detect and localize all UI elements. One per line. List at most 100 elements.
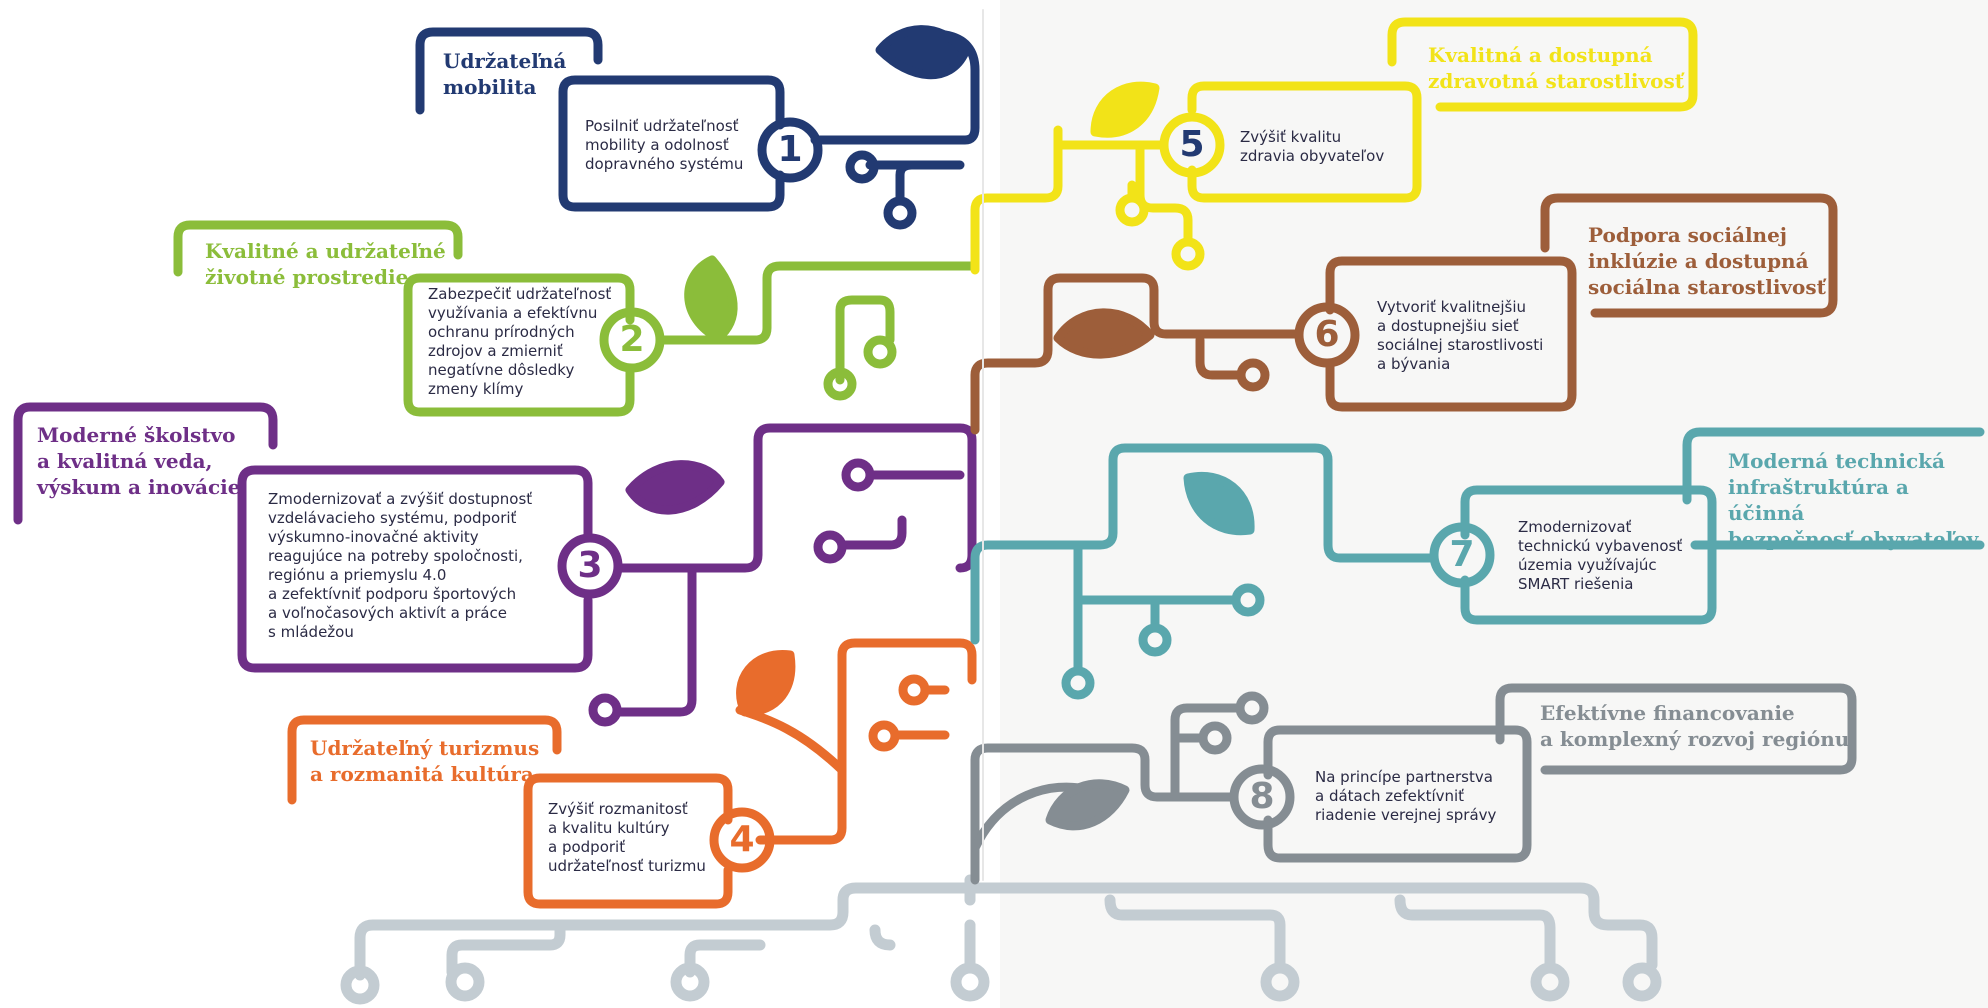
pillar-3-desc-frame [237,465,593,673]
pillar-description-line: Zmodernizovať a zvýšiť dostupnosť [268,490,533,508]
pillar-1 [415,25,980,230]
pillar-8-branch [970,743,1235,885]
leaf-icon [1183,472,1255,536]
pillar-title-line: Efektívne financovanie [1540,701,1795,725]
pillar-2-title-frame [173,220,463,277]
leaf-icon [1053,308,1155,359]
pillar-2-number-ring [599,307,665,373]
root-node [1530,962,1570,1002]
pillar-1-branch [895,160,917,203]
pillar-5-number-ring [1159,112,1225,178]
pillar-description-line: regiónu a priemyslu 4.0 [268,566,447,584]
pillar-title-line: bezpečnosť obyvateľov [1728,527,1979,551]
pillar-1-desc-frame [558,75,785,212]
pillar-title-line: výskum a inovácie [37,475,241,499]
pillar-4-number: 4 [729,819,755,860]
leaf-icon [736,649,796,717]
pillar-description-line: mobility a odolnosť [585,136,729,154]
pillar-description-line: zdravia obyvateľov [1240,147,1385,165]
pillar-description-line: Zmodernizovať [1518,518,1632,536]
pillar-4-node [898,674,930,706]
pillar-3-title-frame [13,402,278,525]
pillar-4-branch [755,638,977,845]
pillar-4-title-frame [287,715,562,805]
pillar-description-line: Zvýšiť kvalitu [1240,128,1342,146]
pillar-title-line: Podpora sociálnej [1588,223,1788,247]
pillar-5-node [1115,193,1149,227]
pillar-1-number-ring [757,117,823,183]
pillar-title-line: infraštruktúra a účinná [1728,475,1909,525]
pillar-7-title-frame [1682,427,1985,505]
pillar-2-branch [835,295,895,375]
pillar-description-line: a voľnočasových aktivít a práce [268,604,507,622]
pillar-description-line: vzdelávacieho systému, podporiť [268,509,517,527]
pillar-2-node [863,335,897,369]
pillar-5-number: 5 [1179,124,1205,165]
root-node [950,962,990,1002]
pillar-title-line: a kvalitná veda, [37,449,213,473]
pillar-5-title-frame [1387,17,1698,112]
pillar-6 [970,193,1838,435]
pillar-8-title-frame [1495,683,1857,775]
pillar-title-line: Udržateľný turizmus [310,736,540,760]
pillar-6-number: 6 [1314,314,1340,355]
pillar-6-number-ring [1294,302,1360,368]
pillar-description-line: a podporiť [548,838,626,856]
pillar-description-line: s mládežou [268,623,354,641]
leaf-icon [684,255,738,343]
right-page-background [1000,0,1988,1008]
pillar-description-line: SMART riešenia [1518,575,1634,593]
pillar-description-line: reagujúce na potreby spoločnosti, [268,547,523,565]
root-branch-5 [1104,894,1286,971]
root-node [670,962,710,1002]
pillar-4-node [868,720,900,752]
pillar-description-line: a kvalitu kultúry [548,819,670,837]
root-node [445,962,485,1002]
pillar-title-line: Kvalitné a udržateľné [205,239,446,263]
pillar-title-line: Moderná technická [1728,449,1946,473]
pillar-description-line: a zefektívniť podporu športových [268,585,517,603]
pillar-3-branch [615,565,697,717]
pillar-description-line: využívania a efektívnu [428,304,598,322]
leaf-icon [1045,779,1130,831]
pillar-2 [173,220,980,417]
pillar-7-number-ring [1429,522,1495,588]
pillar-3-node [588,693,622,727]
pillar-1-branch [810,30,980,145]
roots [340,874,1662,1005]
pillar-2-branch [655,261,980,345]
pillar-6-branch [1195,335,1245,380]
root-node [1260,962,1300,1002]
leaf-icon [875,25,970,80]
pillar-5 [970,17,1698,275]
pillar-4-desc-frame [523,773,733,909]
pillar-6-node [1236,358,1270,392]
pillar-6-desc-frame [1325,256,1577,412]
root-branch-2 [684,939,766,978]
pillar-description-line: riadenie verejnej správy [1315,806,1497,824]
leaf-icon [625,460,725,515]
pillar-6-title-frame [1540,193,1838,318]
pillar-3-node [813,530,847,564]
pillar-title-line: mobilita [443,75,537,99]
pillar-description-line: a dátach zefektívniť [1315,787,1465,805]
pillar-5-branch [970,125,1063,275]
pillar-description-line: územia využívajúc [1518,556,1657,574]
pillar-7 [970,427,1985,700]
pillar-3-number-ring [557,533,623,599]
pillar-description-line: Vytvoriť kvalitnejšiu [1377,298,1527,316]
pillar-title-line: sociálna starostlivosť [1588,275,1826,299]
pillar-description-line: sociálnej starostlivosti [1377,336,1544,354]
pillar-2-number: 2 [619,319,645,360]
pillar-description-line: Zabezpečiť udržateľnosť [428,285,612,303]
root-node [340,965,380,1005]
